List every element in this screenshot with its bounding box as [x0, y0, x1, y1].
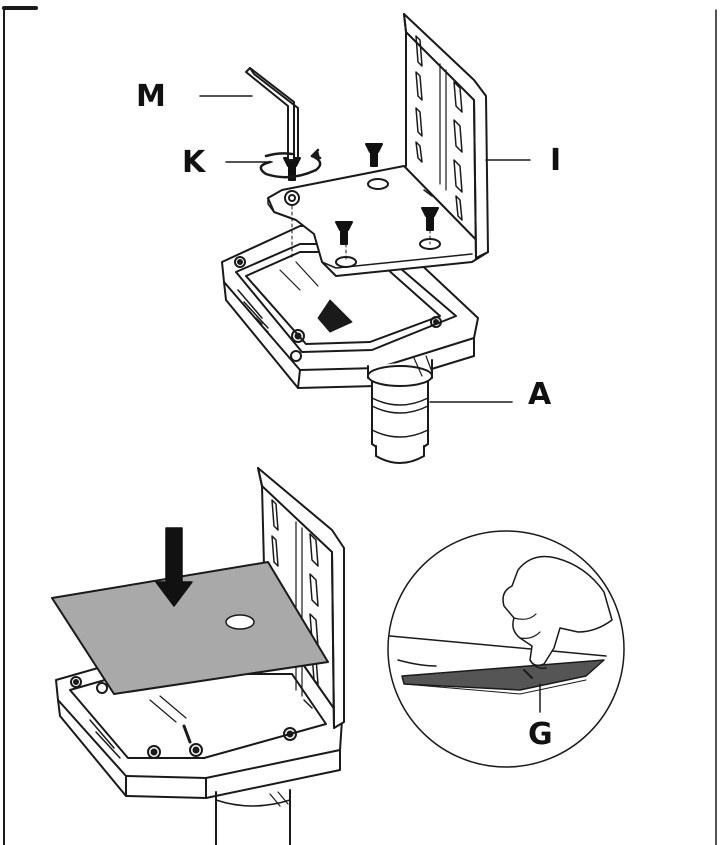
- leader-lines-top: [199, 95, 531, 403]
- page-frame: [2, 6, 717, 845]
- detail-circle: [387, 530, 625, 768]
- adhesive-sheet: [51, 561, 329, 695]
- label-g: G: [528, 717, 553, 752]
- lens-column-top: [367, 355, 433, 464]
- label-i: I: [550, 143, 562, 178]
- down-arrow-icon: [155, 527, 193, 607]
- vertical-bracket: [403, 13, 489, 259]
- rotation-arrow-icon: [259, 148, 322, 179]
- hex-key-tool: [245, 67, 299, 161]
- alignment-lines: [291, 205, 431, 263]
- lens-column-bottom: [215, 789, 291, 845]
- label-a: A: [528, 377, 552, 412]
- label-k: K: [182, 145, 206, 180]
- label-m: M: [136, 79, 166, 114]
- mounting-plate: [267, 165, 489, 277]
- top-assembly: [199, 13, 531, 464]
- bottom-assembly: [51, 467, 625, 845]
